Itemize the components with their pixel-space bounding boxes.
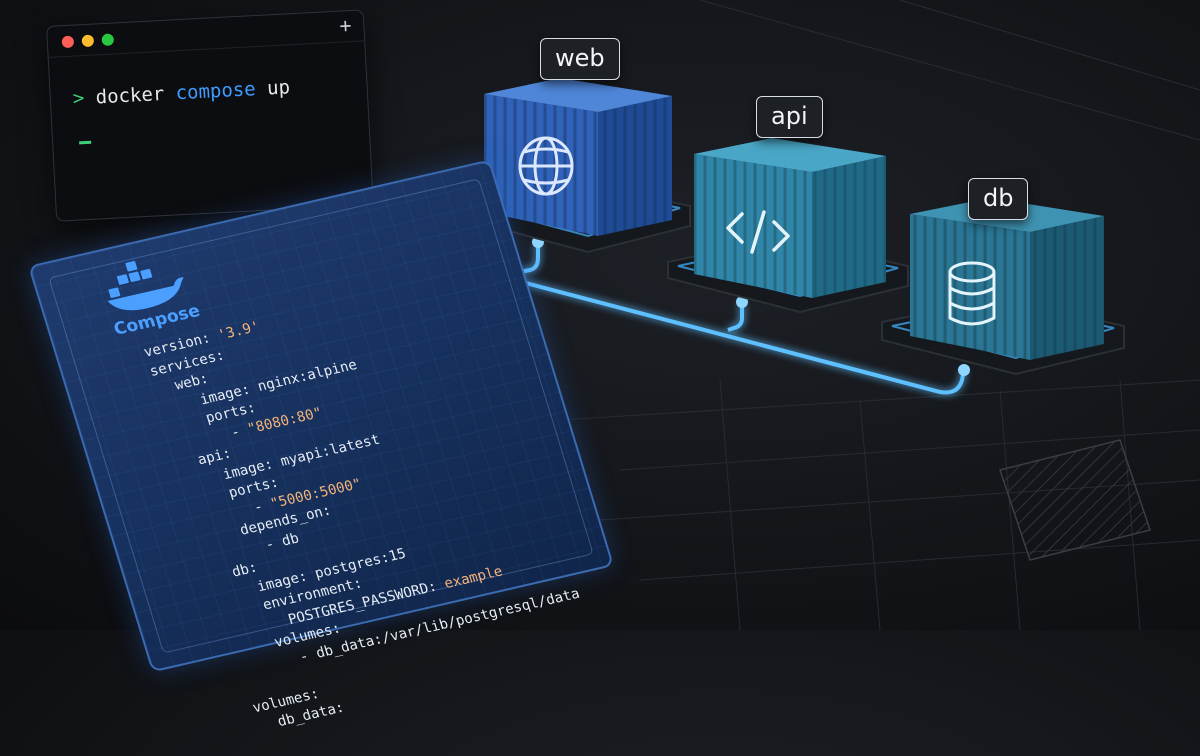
maximize-dot-icon[interactable] — [101, 33, 115, 47]
connector-api — [727, 302, 744, 332]
background-drafting-lines — [559, 0, 1200, 630]
compose-yaml-code: version: '3.9'services:web:image: nginx:… — [142, 266, 600, 737]
container-label-db: db — [968, 178, 1029, 220]
yaml-text: db: — [230, 559, 260, 581]
minimize-dot-icon[interactable] — [81, 34, 95, 48]
container-web-top — [484, 78, 672, 112]
hatched-block — [999, 439, 1151, 561]
container-db[interactable] — [881, 198, 1125, 376]
container-web[interactable] — [459, 78, 691, 254]
docker-whale-icon — [107, 261, 184, 311]
container-label-api: api — [756, 96, 823, 138]
globe-icon — [518, 136, 574, 196]
container-api[interactable] — [667, 138, 909, 314]
container-label-web: web — [540, 38, 620, 80]
command-compose: compose — [175, 78, 257, 105]
window-controls — [61, 33, 115, 49]
container-api-top — [694, 138, 886, 172]
scene-canvas — [459, 0, 1200, 630]
terminal-window[interactable]: + > docker compose up — [46, 9, 374, 222]
command-up: up — [266, 76, 291, 100]
code-icon — [726, 210, 790, 254]
terminal-cursor — [79, 140, 92, 145]
compose-file-panel: Compose version: '3.9'services:web:image… — [28, 159, 615, 730]
database-icon — [948, 261, 996, 326]
terminal-command-line: > docker compose up — [72, 76, 290, 109]
command-docker: docker — [95, 82, 165, 109]
prompt-symbol: > — [72, 87, 85, 110]
new-tab-plus-icon[interactable]: + — [338, 13, 352, 38]
close-dot-icon[interactable] — [61, 35, 75, 49]
